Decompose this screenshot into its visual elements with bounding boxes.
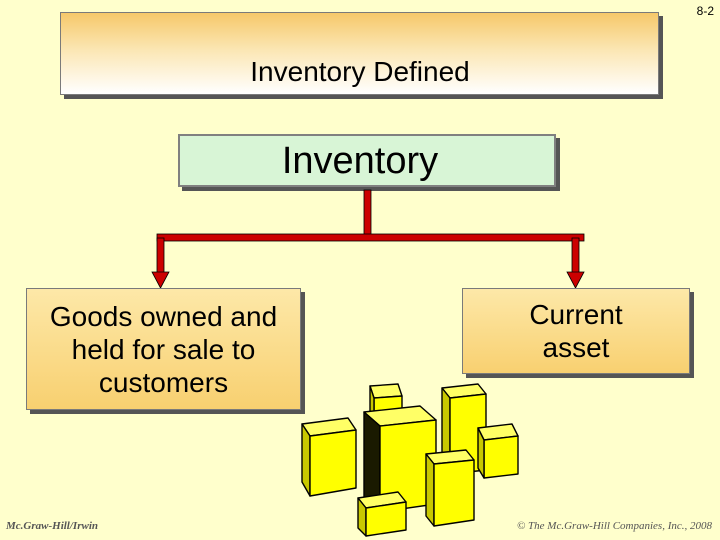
connector-right-drop [571, 237, 580, 275]
connector-left-drop [156, 237, 165, 275]
diagram-root-box [178, 134, 556, 187]
connector-trunk [363, 189, 372, 239]
footer-copyright: © The Mc.Graw-Hill Companies, Inc., 2008 [516, 520, 712, 532]
slide-number: 8-2 [696, 4, 714, 18]
diagram-child-box-goods: Goods owned and held for sale to custome… [26, 288, 301, 410]
diagram-root-label: Inventory [281, 140, 439, 182]
arrow-right-icon [566, 271, 585, 289]
arrow-left-icon [151, 271, 170, 289]
diagram-child-label-asset: Current asset [529, 299, 623, 363]
title-box [60, 12, 659, 95]
connector-bar [156, 233, 585, 242]
diagram-child-box-asset: Current asset [462, 288, 690, 374]
footer-publisher: Mc.Graw-Hill/Irwin [6, 520, 98, 532]
page-title: Inventory Defined [250, 56, 470, 87]
diagram-child-label-goods: Goods owned and held for sale to custome… [49, 300, 278, 398]
yellow-boxes-illustration [301, 383, 519, 537]
